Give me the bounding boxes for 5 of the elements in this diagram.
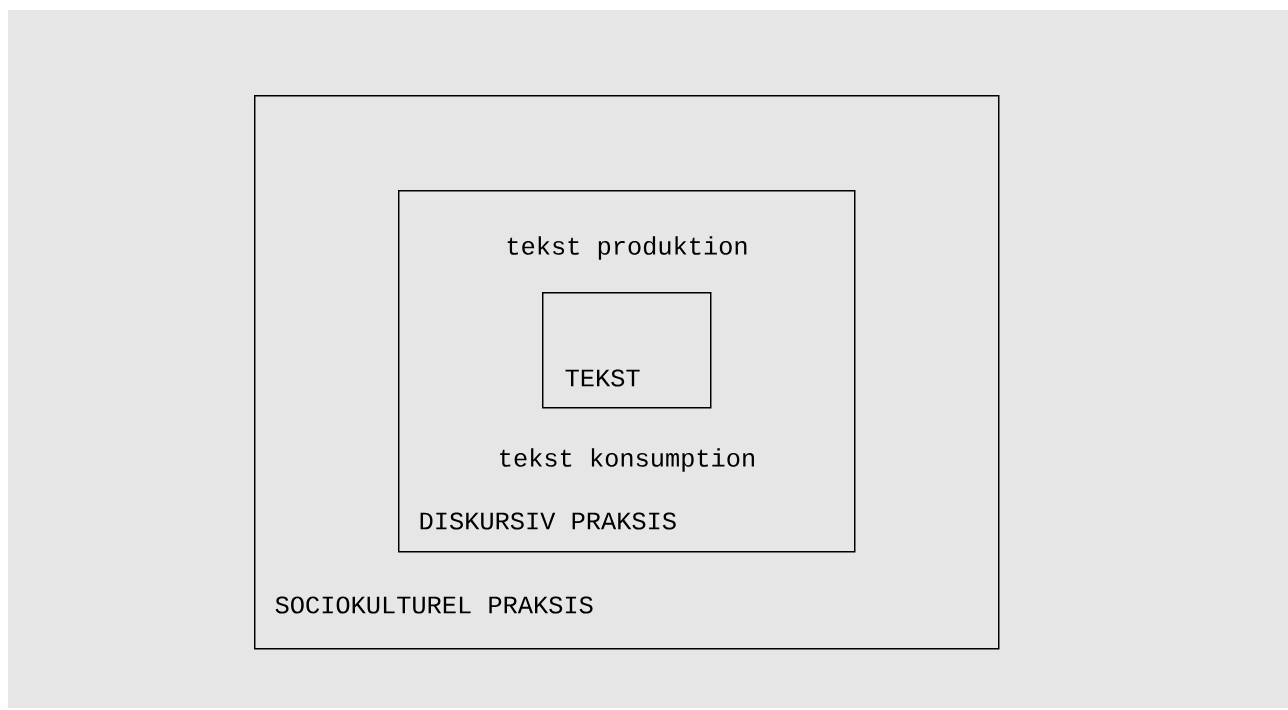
- box-label: SOCIOKULTUREL PRAKSIS: [275, 596, 593, 614]
- box-label: TEKST: [565, 369, 640, 387]
- box-label: DISKURSIV PRAKSIS: [420, 512, 676, 530]
- box-label: tekst konsumption: [500, 448, 754, 472]
- box-label: tekst produktion: [507, 236, 747, 260]
